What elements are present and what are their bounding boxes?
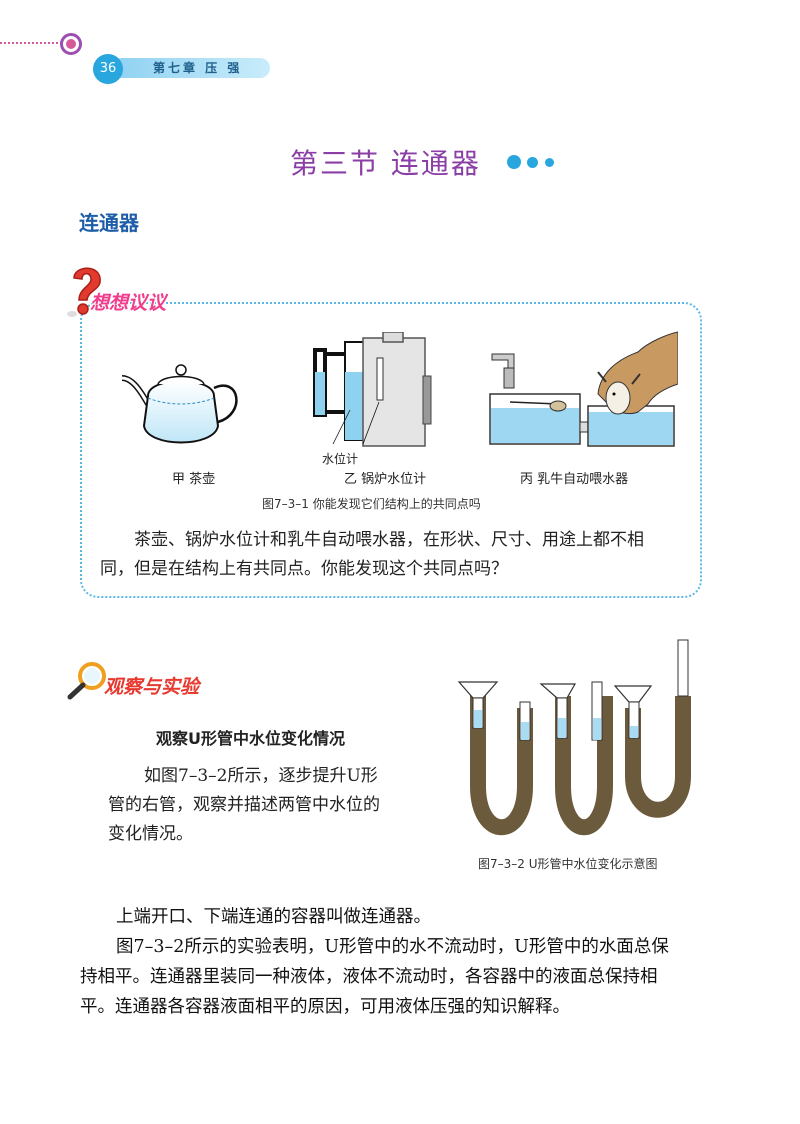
- body-definition: 上端开口、下端连通的容器叫做连通器。: [116, 907, 431, 927]
- teapot-caption: 甲 茶壶: [172, 472, 216, 487]
- experiment-text-line2: 管的右管，观察并描述两管中水位的: [108, 795, 380, 815]
- cow-feeder-illustration: [489, 331, 678, 447]
- u-tube-diagram: [457, 639, 691, 836]
- header-dotted-line: [0, 42, 62, 44]
- figure-7-3-2-caption: 图7–3–2 U形管中水位变化示意图: [478, 857, 658, 871]
- magnifier-icon: [67, 662, 106, 700]
- chapter-bar: [112, 58, 270, 78]
- teapot-illustration: [121, 364, 238, 444]
- think-paragraph-line2: 同，但是在结构上有共同点。你能发现这个共同点吗？: [100, 559, 508, 579]
- header-ring-dot: [66, 39, 76, 49]
- think-discuss-label: 想想议议: [90, 292, 167, 314]
- body-line3: 持相平。连通器里装同一种液体，液体不流动时，各容器中的液面总保持相: [80, 967, 658, 987]
- experiment-text-line1: 如图7–3–2所示，逐步提升U形: [144, 766, 378, 786]
- subsection-title: 连通器: [79, 211, 139, 235]
- gauge-callout: 水位计: [322, 452, 359, 466]
- chapter-title: 第七章 压 强: [153, 61, 243, 75]
- experiment-title: 观察U形管中水位变化情况: [156, 729, 345, 748]
- title-dot-large: [507, 155, 521, 169]
- think-discuss-box: [80, 302, 702, 598]
- title-dot-small: [545, 158, 554, 167]
- observe-experiment-label: 观察与实验: [104, 676, 200, 698]
- think-paragraph-line1: 茶壶、锅炉水位计和乳牛自动喂水器，在形状、尺寸、用途上都不相: [134, 530, 644, 550]
- figure-7-3-1-caption: 图7–3–1 你能发现它们结构上的共同点吗: [262, 497, 481, 511]
- body-line2: 图7–3–2所示的实验表明，U形管中的水不流动时，U形管中的水面总保: [116, 937, 669, 957]
- experiment-text-line3: 变化情况。: [108, 824, 193, 844]
- title-dot-medium: [527, 157, 538, 168]
- boiler-caption: 乙 锅炉水位计: [344, 472, 427, 487]
- body-line4: 平。连通器各容器液面相平的原因，可用液体压强的知识解释。: [80, 997, 570, 1017]
- question-mark-icon: [67, 267, 101, 317]
- section-title: 第三节 连通器: [290, 147, 481, 180]
- boiler-illustration: [313, 332, 432, 447]
- page-number: 36: [93, 54, 123, 84]
- cow-feeder-caption: 丙 乳牛自动喂水器: [520, 472, 629, 487]
